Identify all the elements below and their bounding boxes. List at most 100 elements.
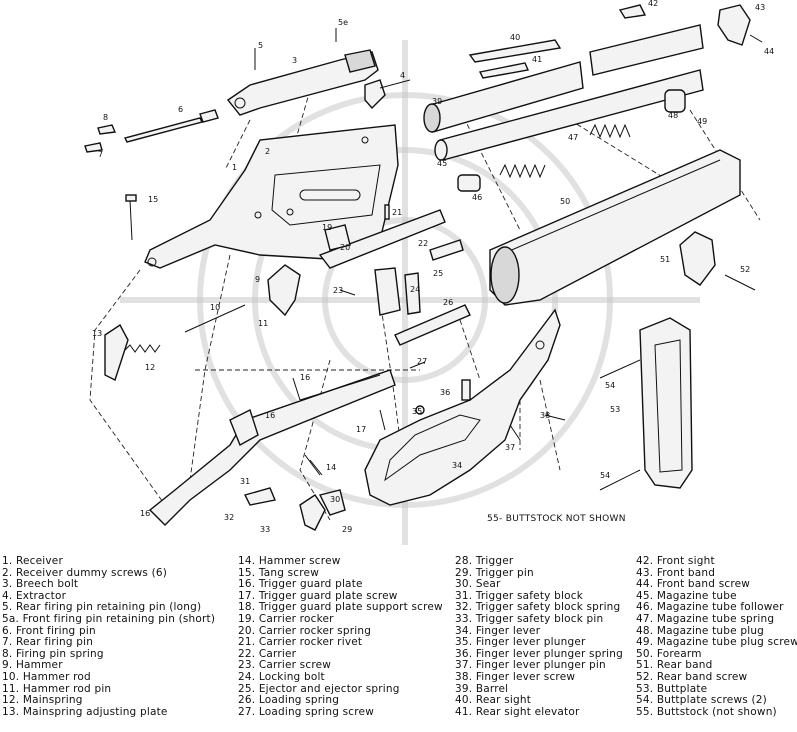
legend-entry: 19. Carrier rocker (238, 612, 334, 625)
callout-5: 5 (258, 41, 263, 50)
legend-entry: 39. Barrel (455, 682, 509, 695)
callout-37: 37 (505, 443, 515, 452)
callout-12: 12 (145, 363, 155, 372)
legend-entry: 45. Magazine tube (636, 589, 737, 602)
rear-band-parts (679, 231, 756, 291)
callout-49: 49 (697, 117, 707, 126)
carrier-parts (318, 209, 471, 346)
callout-16a: 16 (265, 411, 275, 420)
legend-entry: 5a. Front firing pin retaining pin (shor… (2, 612, 216, 625)
legend-entry: 26. Loading spring (238, 694, 340, 707)
callout-46: 46 (472, 193, 482, 202)
callout-35: 35 (412, 407, 422, 416)
legend-entry: 34. Finger lever (455, 624, 541, 637)
rear-sight-parts (468, 39, 562, 79)
legend-entry: 50. Forearm (636, 647, 702, 660)
callout-32: 32 (224, 513, 234, 522)
callout-29: 29 (342, 525, 352, 534)
callout-6: 6 (178, 105, 183, 114)
legend-entry: 51. Rear band (636, 659, 713, 672)
legend-entry: 17. Trigger guard plate screw (238, 589, 398, 602)
legend-entry: 54. Buttplate screws (2) (636, 694, 767, 707)
callout-26: 26 (443, 298, 453, 307)
callout-43: 43 (755, 3, 765, 12)
hammer-group-parts (104, 264, 301, 381)
callout-34: 34 (452, 461, 462, 470)
trigger-parts (243, 454, 346, 531)
legend-entry: 30. Sear (455, 578, 501, 591)
legend-entry: 49. Magazine tube plug screw (636, 636, 797, 649)
legend-entry: 8. Firing pin spring (2, 647, 104, 660)
legend-entry: 33. Trigger safety block pin (455, 612, 604, 625)
callout-51: 51 (660, 255, 670, 264)
legend-entry: 42. Front sight (636, 555, 715, 567)
callout-38: 38 (540, 411, 550, 420)
legend-entry: 36. Finger lever plunger spring (455, 647, 623, 660)
breech-bolt-part (226, 49, 379, 116)
callout-50: 50 (560, 197, 570, 206)
callout-25: 25 (433, 269, 443, 278)
callout-20: 20 (340, 243, 350, 252)
legend-entry: 9. Hammer (2, 659, 63, 672)
callout-36: 36 (440, 388, 450, 397)
legend-entry: 23. Carrier screw (238, 659, 332, 672)
callout-30: 30 (330, 495, 340, 504)
callout-44: 44 (764, 47, 774, 56)
callout-39: 39 (432, 97, 442, 106)
legend-entry: 35. Finger lever plunger (455, 636, 586, 649)
callout-31: 31 (240, 477, 250, 486)
small-screws-parts (292, 204, 566, 476)
callout-47: 47 (568, 133, 578, 142)
callout-41: 41 (532, 55, 542, 64)
callout-4: 4 (400, 71, 405, 80)
legend-entry: 28. Trigger (455, 555, 514, 567)
legend-entry: 18. Trigger guard plate support screw (238, 601, 443, 614)
magazine-tube-part (434, 69, 704, 161)
legend-entry: 3. Breech bolt (2, 578, 79, 591)
callout-1: 1 (232, 163, 237, 172)
legend-entry: 4. Extractor (2, 589, 67, 602)
barrel-part (423, 24, 704, 133)
legend-entry: 43. Front band (636, 566, 716, 579)
callout-42: 42 (648, 0, 658, 8)
callout-52: 52 (740, 265, 750, 274)
callout-11: 11 (258, 319, 268, 328)
legend-entry: 7. Rear firing pin (2, 636, 94, 649)
legend-entry: 10. Hammer rod (2, 670, 91, 683)
legend-entry: 32. Trigger safety block spring (455, 601, 621, 614)
callout-48: 48 (668, 111, 678, 120)
legend-entry: 41. Rear sight elevator (455, 705, 580, 718)
legend-entry: 55. Buttstock (not shown) (636, 705, 777, 718)
legend-entry: 46. Magazine tube follower (636, 601, 784, 614)
callout-9: 9 (255, 275, 260, 284)
callout-21: 21 (392, 208, 402, 217)
callout-16b: 16 (300, 373, 310, 382)
legend-entry: 48. Magazine tube plug (636, 624, 765, 637)
tang-screw-part (125, 194, 137, 241)
buttstock-note: 55- BUTTSTOCK NOT SHOWN (487, 514, 626, 524)
callout-53: 53 (610, 405, 620, 414)
callout-19: 19 (322, 223, 332, 232)
legend-entry: 12. Mainspring (2, 694, 83, 707)
magazine-spring-parts (457, 89, 686, 192)
legend-entry: 21. Carrier rocker rivet (238, 636, 363, 649)
firing-pin-parts (84, 28, 411, 153)
finger-lever-part (364, 308, 561, 506)
callout-13: 13 (92, 329, 102, 338)
callout-14: 14 (326, 463, 336, 472)
callout-2: 2 (265, 147, 270, 156)
legend-entry: 20. Carrier rocker spring (238, 624, 372, 637)
callout-labels: 1 2 3 4 5 5e 6 7 8 9 10 11 12 13 14 15 1… (92, 0, 774, 534)
forearm-part (489, 149, 741, 306)
callout-54b: 54 (600, 471, 610, 480)
legend-entry: 24. Locking bolt (238, 670, 325, 683)
callout-23: 23 (333, 286, 343, 295)
legend-entry: 5. Rear firing pin retaining pin (long) (2, 601, 202, 614)
legend-entry: 6. Front firing pin (2, 624, 96, 637)
callout-7: 7 (98, 150, 103, 159)
trigger-guard-plate-part (148, 369, 396, 526)
